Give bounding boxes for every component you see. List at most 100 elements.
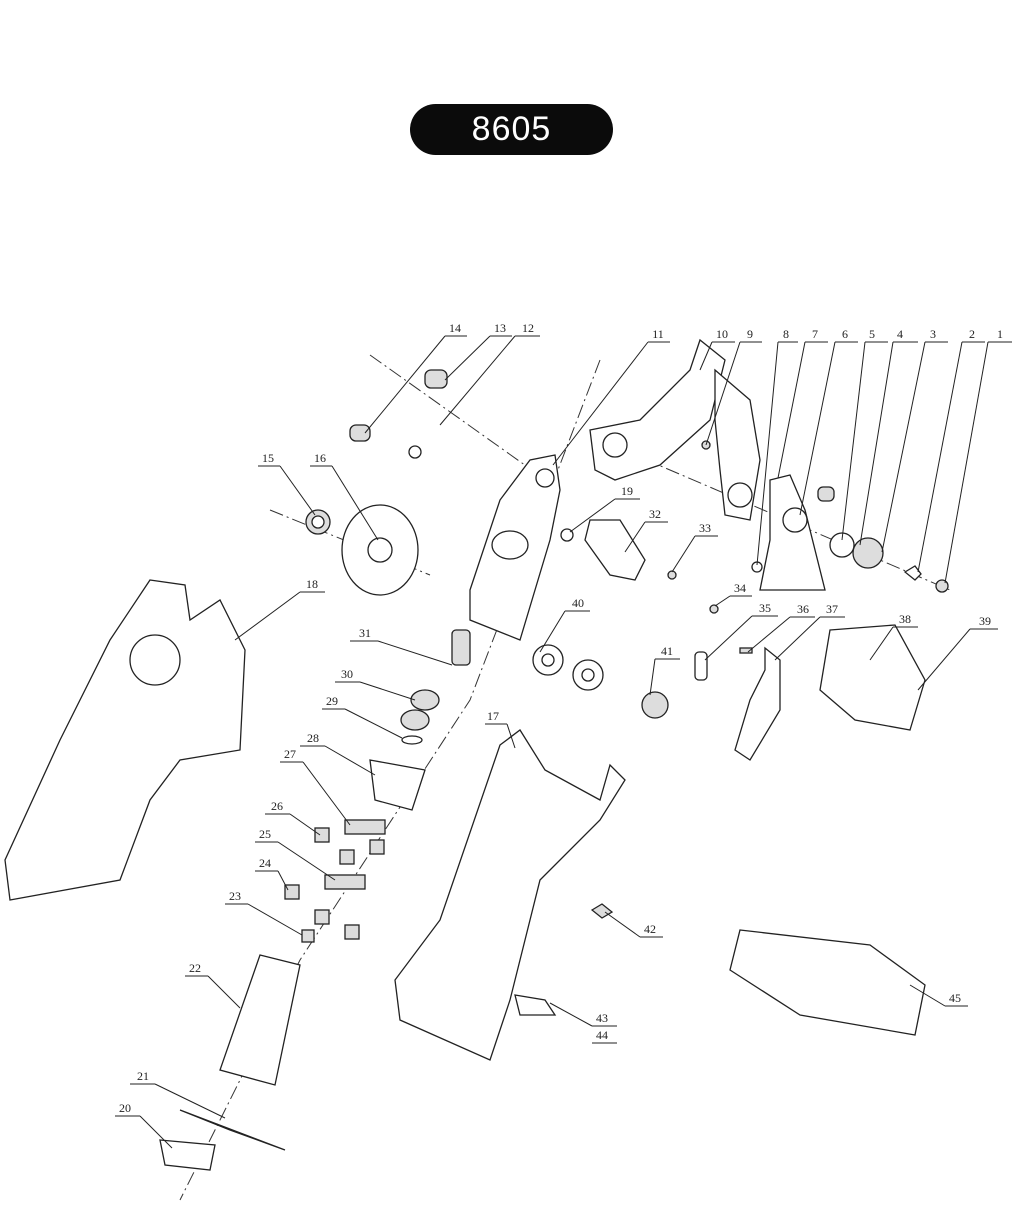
leader-line [569, 498, 616, 533]
part-label-40: 40 [539, 596, 590, 653]
part-number: 43 [596, 1011, 608, 1025]
leader-line [364, 335, 446, 434]
part-28-ring-gear [369, 759, 426, 811]
part-number: 18 [306, 577, 318, 591]
part-number: 39 [979, 614, 991, 628]
leader-line [909, 984, 946, 1007]
leader-line [624, 521, 646, 553]
leader-line [539, 610, 566, 653]
leader-line [139, 1115, 173, 1149]
leader-line [699, 341, 713, 371]
leader-line [917, 628, 971, 691]
part-label-34: 34 [714, 581, 752, 607]
part-label-33: 33 [671, 521, 718, 573]
part-43-cover [514, 994, 557, 1016]
part-label-43: 43 [549, 1002, 617, 1027]
part-number: 26 [271, 799, 283, 813]
part-number: 31 [359, 626, 371, 640]
leader-line [279, 465, 316, 516]
part-label-36: 36 [747, 602, 815, 653]
part-label-6: 6 [799, 327, 858, 516]
part-22-motor [219, 954, 301, 1086]
part-39-cover [819, 624, 926, 731]
part-number: 11 [652, 327, 664, 341]
part-label-29: 29 [322, 694, 403, 739]
part-17-right-housing [394, 729, 626, 1061]
part-label-4: 4 [859, 327, 918, 546]
part-label-32: 32 [624, 507, 668, 553]
leader-line [331, 465, 379, 541]
leader-line [302, 761, 351, 826]
leader-line [359, 681, 416, 701]
part-label-37: 37 [774, 602, 845, 661]
part-label-16: 16 [310, 451, 379, 541]
part-number: 40 [572, 596, 584, 610]
part-number: 10 [716, 327, 728, 341]
leader-line [756, 341, 779, 566]
part-label-13: 13 [444, 321, 512, 381]
part-number: 14 [449, 321, 461, 335]
part-label-45: 45 [909, 984, 968, 1007]
part-37-trigger [734, 646, 781, 761]
part-9-hook-blade [714, 368, 761, 521]
part-label-14: 14 [364, 321, 467, 434]
part-number: 15 [262, 451, 274, 465]
leader-line [552, 341, 649, 466]
planetary-gears [284, 819, 386, 943]
part-label-5: 5 [841, 327, 888, 541]
part-number: 22 [189, 961, 201, 975]
part-label-23: 23 [225, 889, 303, 936]
part-number: 21 [137, 1069, 149, 1083]
part-label-35: 35 [704, 601, 778, 661]
part-11-blade [589, 338, 726, 481]
part-number: 42 [644, 922, 656, 936]
part-20-switch [159, 1139, 216, 1171]
leader-line [154, 1083, 226, 1119]
part-number: 34 [734, 581, 746, 595]
leader-line [944, 341, 989, 584]
part-label-7: 7 [777, 327, 828, 479]
part-41-pinion [641, 691, 669, 719]
part-label-8: 8 [756, 327, 798, 566]
part-label-31: 31 [350, 626, 453, 666]
part-number: 1 [997, 327, 1003, 341]
part-label-19: 19 [569, 484, 640, 533]
leader-line [671, 535, 696, 573]
leader-line [506, 723, 516, 749]
part-number: 7 [812, 327, 818, 341]
part-31-shaft [451, 629, 471, 666]
leader-line [799, 341, 836, 516]
part-number: 44 [596, 1028, 608, 1042]
part-number: 6 [842, 327, 848, 341]
part-32-plate [584, 519, 646, 581]
part-label-20: 20 [115, 1101, 173, 1149]
part-label-21: 21 [130, 1069, 226, 1119]
part-number: 38 [899, 612, 911, 626]
leader-line [714, 595, 731, 607]
part-label-41: 41 [649, 644, 680, 696]
leader-line [207, 975, 241, 1009]
part-label-26: 26 [265, 799, 321, 836]
part-number: 9 [747, 327, 753, 341]
part-label-12: 12 [439, 321, 540, 426]
leader-line [324, 745, 376, 776]
part-label-25: 25 [255, 827, 336, 881]
part-label-44: 44 [592, 1028, 617, 1044]
part-number: 17 [487, 709, 499, 723]
part-number: 20 [119, 1101, 131, 1115]
leader-line [344, 708, 403, 739]
part-label-28: 28 [300, 731, 376, 776]
leader-line [549, 1002, 593, 1027]
part-number: 41 [661, 644, 673, 658]
part-7-sector-gear [759, 474, 826, 591]
part-45-battery [729, 929, 926, 1036]
part-label-11: 11 [552, 327, 670, 466]
part-number: 27 [284, 747, 296, 761]
part-number: 5 [869, 327, 875, 341]
part-label-15: 15 [258, 451, 316, 516]
part-number: 19 [621, 484, 633, 498]
part-number: 3 [930, 327, 936, 341]
part-label-9: 9 [705, 327, 762, 446]
leader-line [277, 870, 289, 891]
leader-line [747, 616, 791, 653]
